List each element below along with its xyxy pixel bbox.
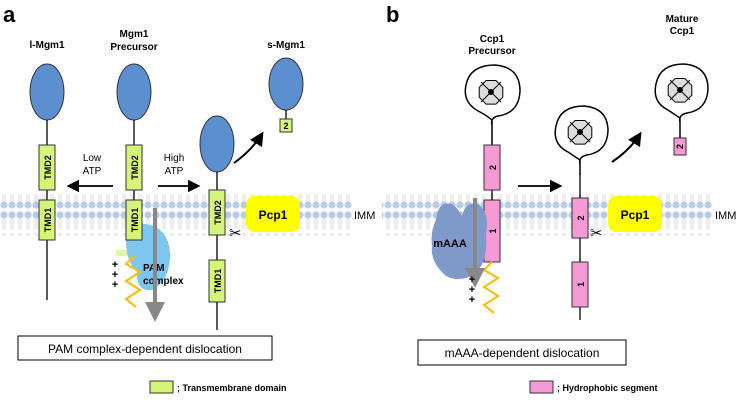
legend-swatch-a xyxy=(149,380,174,394)
l-mgm1-globular-domain xyxy=(29,63,65,121)
dislocated-ccp1-seg1 xyxy=(571,261,589,308)
presequence-linker-b xyxy=(481,261,501,314)
scissors-icon-a: ✂ xyxy=(229,225,242,242)
caption-b: mAAA-dependent dislocation xyxy=(445,346,600,360)
mgm1-precursor-title-2: Precursor xyxy=(110,42,157,53)
legend-text-b: ; Hydrophobic segment xyxy=(557,383,658,393)
panel-b-label: b xyxy=(386,2,399,27)
dislocated-tmd1 xyxy=(208,259,226,303)
dislocated-ccp1-domain-outline xyxy=(554,105,609,175)
dislocated-ccp1-seg1-label: 1 xyxy=(576,282,586,287)
caption-box-a xyxy=(17,335,273,361)
pcp1-a xyxy=(246,196,300,232)
charges-a-2: + xyxy=(112,269,118,281)
pam-patch xyxy=(116,250,136,256)
mature-ccp1-fragment xyxy=(673,137,687,156)
pcp1-b-label: Pcp1 xyxy=(621,208,650,222)
dislocated-ccp1-seg2-label: 2 xyxy=(576,215,586,220)
imm-label-a: IMM xyxy=(354,210,375,222)
ccp1-precursor-seg1-label: 1 xyxy=(488,228,498,233)
release-arrow-a xyxy=(233,131,264,164)
ccp1-precursor-title-1: Ccp1 xyxy=(480,34,505,45)
legend-swatch-b xyxy=(529,380,554,394)
s-mgm1-globular-domain xyxy=(268,57,304,111)
charges-a-3: + xyxy=(112,279,118,291)
s-mgm1-fragment-label: 2 xyxy=(283,121,288,131)
imm-label-b: IMM xyxy=(715,210,736,222)
s-mgm1-fragment xyxy=(279,118,293,133)
l-mgm1-tmd1-label: TMD1 xyxy=(43,208,53,233)
l-mgm1-tmd2-label: TMD2 xyxy=(43,155,53,180)
low-atp-label-1: Low xyxy=(83,153,102,164)
mature-ccp1-fragment-label: 2 xyxy=(675,144,685,149)
precursor-tmd2-label: TMD2 xyxy=(130,155,140,180)
dislocated-globular-domain xyxy=(199,115,235,173)
mgm1-precursor-title-1: Mgm1 xyxy=(120,29,149,40)
panel-a-label: a xyxy=(3,2,16,27)
mature-ccp1-domain-outline xyxy=(654,63,709,140)
ccp1-precursor-seg2-label: 2 xyxy=(488,165,498,170)
maaa-label: mAAA xyxy=(433,238,467,250)
l-mgm1-tmd2 xyxy=(38,144,56,191)
ccp1-precursor-title-2: Precursor xyxy=(468,46,515,57)
high-atp-label-1: High xyxy=(164,153,185,164)
precursor-tmd2 xyxy=(125,144,143,191)
mature-ccp1-title-2: Ccp1 xyxy=(670,26,695,37)
charges-b-2: + xyxy=(469,284,475,296)
l-mgm1-tmd1 xyxy=(38,199,56,241)
high-atp-label-2: ATP xyxy=(165,166,184,177)
caption-box-b xyxy=(417,339,627,366)
low-atp-label-2: ATP xyxy=(83,166,102,177)
legend-text-a: ; Transmembrane domain xyxy=(177,383,287,393)
dislocated-tmd1-label: TMD1 xyxy=(213,269,223,294)
dislocated-tmd2 xyxy=(208,189,226,236)
charges-b-3: + xyxy=(469,294,475,306)
ccp1-precursor-seg2 xyxy=(483,144,501,191)
ccp1-precursor-domain-outline xyxy=(464,64,521,145)
charges-b-1: + xyxy=(469,274,475,286)
mature-ccp1-title-1: Mature xyxy=(666,14,699,25)
precursor-globular-domain xyxy=(116,63,152,121)
caption-a: PAM complex-dependent dislocation xyxy=(48,342,242,356)
release-arrow-b xyxy=(611,131,642,163)
charges-a-1: + xyxy=(112,259,118,271)
scissors-icon-b: ✂ xyxy=(590,225,603,242)
pcp1-b xyxy=(608,196,662,232)
dislocated-ccp1-seg2 xyxy=(571,197,589,239)
presequence-linker-a xyxy=(123,255,143,308)
precursor-tmd1-label: TMD1 xyxy=(130,208,140,233)
l-mgm1-title: l-Mgm1 xyxy=(30,40,65,51)
membrane-b xyxy=(382,194,712,236)
dislocated-tmd2-label: TMD2 xyxy=(213,200,223,225)
pcp1-a-label: Pcp1 xyxy=(259,208,288,222)
precursor-tmd1 xyxy=(125,199,143,241)
pam-label-2: complex xyxy=(143,276,184,287)
s-mgm1-title: s-Mgm1 xyxy=(267,40,305,51)
